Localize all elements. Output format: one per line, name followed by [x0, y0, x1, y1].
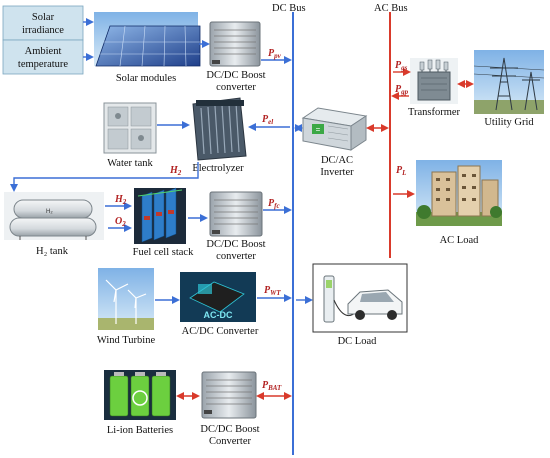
dcdc-boost-fc-label-1: DC/DC Boost [206, 239, 265, 250]
electrolyzer-icon [192, 97, 247, 161]
dcdc-boost-fc-label-2: converter [216, 251, 256, 262]
water-tank-label: Water tank [107, 158, 153, 169]
svg-text:H₂: H₂ [46, 209, 53, 215]
p-bat-label: PBAT [262, 380, 282, 392]
dc-load-label: DC Load [338, 336, 378, 347]
p-l-label: PL [396, 165, 406, 177]
solar-irradiance-box: Solar irradiance [2, 5, 84, 41]
ambient-temperature-box: Ambient temperature [2, 39, 84, 75]
dcac-inverter-label-2: Inverter [320, 167, 354, 178]
li-ion-batteries-label: Li-ion Batteries [107, 425, 173, 436]
dcac-inverter-label-1: DC/AC [321, 155, 353, 166]
wind-turbine-label: Wind Turbine [97, 335, 156, 346]
fuel-cell-stack-label: Fuel cell stack [133, 247, 194, 258]
li-ion-batteries-icon [104, 370, 176, 420]
ambient-temperature-line1: Ambient [25, 46, 62, 57]
dcdc-boost-fc-icon [209, 191, 263, 237]
h2-tank-label: H₂ tank [36, 246, 69, 257]
dcdc-boost-bat-label-2: Converter [209, 436, 251, 447]
p-fc-label: Pfc [268, 198, 280, 210]
dcac-inverter-icon: = [301, 107, 368, 151]
solar-irradiance-line2: irradiance [22, 25, 64, 36]
h2-flow-label-b: H2 [114, 194, 127, 206]
utility-grid-label: Utility Grid [484, 117, 534, 128]
acdc-chip-text: AC-DC [204, 310, 233, 320]
dc-load-icon [312, 263, 408, 333]
o2-flow-label: O2 [115, 216, 126, 228]
svg-text:=: = [316, 125, 321, 134]
electrolyzer-label: Electrolyzer [192, 163, 244, 174]
solar-modules-icon [94, 12, 201, 67]
ac-load-icon [416, 160, 502, 226]
h2-flow-label-a: H2 [169, 165, 182, 177]
dcdc-boost-pv-label-1: DC/DC Boost [206, 70, 265, 81]
fuel-cell-stack-icon [134, 187, 186, 244]
water-tank-icon [103, 102, 157, 154]
transformer-label: Transformer [408, 107, 461, 118]
acdc-converter-label: AC/DC Converter [182, 326, 259, 337]
p-pv-label: Ppv [268, 48, 282, 60]
solar-irradiance-line1: Solar [32, 12, 55, 23]
p-wt-label: PWT [264, 285, 281, 297]
acdc-converter-icon: AC-DC [180, 272, 256, 322]
solar-modules-label: Solar modules [116, 73, 176, 84]
ambient-temperature-line2: temperature [18, 59, 68, 70]
h2-tank-icon: H₂ [4, 192, 104, 240]
transformer-icon [410, 58, 458, 104]
dcdc-boost-bat-label-1: DC/DC Boost [200, 424, 259, 435]
p-el-label: Pel [262, 114, 273, 126]
dcdc-boost-pv-label-2: converter [216, 82, 256, 93]
dc-bus-label: DC Bus [272, 3, 306, 14]
wind-turbine-icon [98, 268, 154, 330]
p-gp-label: Pgp [395, 84, 409, 96]
dcdc-boost-pv-icon [209, 21, 261, 67]
ac-load-label: AC Load [440, 235, 480, 246]
p-gs-label: Pgs [395, 60, 408, 72]
dcdc-boost-bat-icon [201, 371, 257, 419]
utility-grid-icon [473, 50, 545, 114]
ac-bus-label: AC Bus [374, 3, 408, 14]
